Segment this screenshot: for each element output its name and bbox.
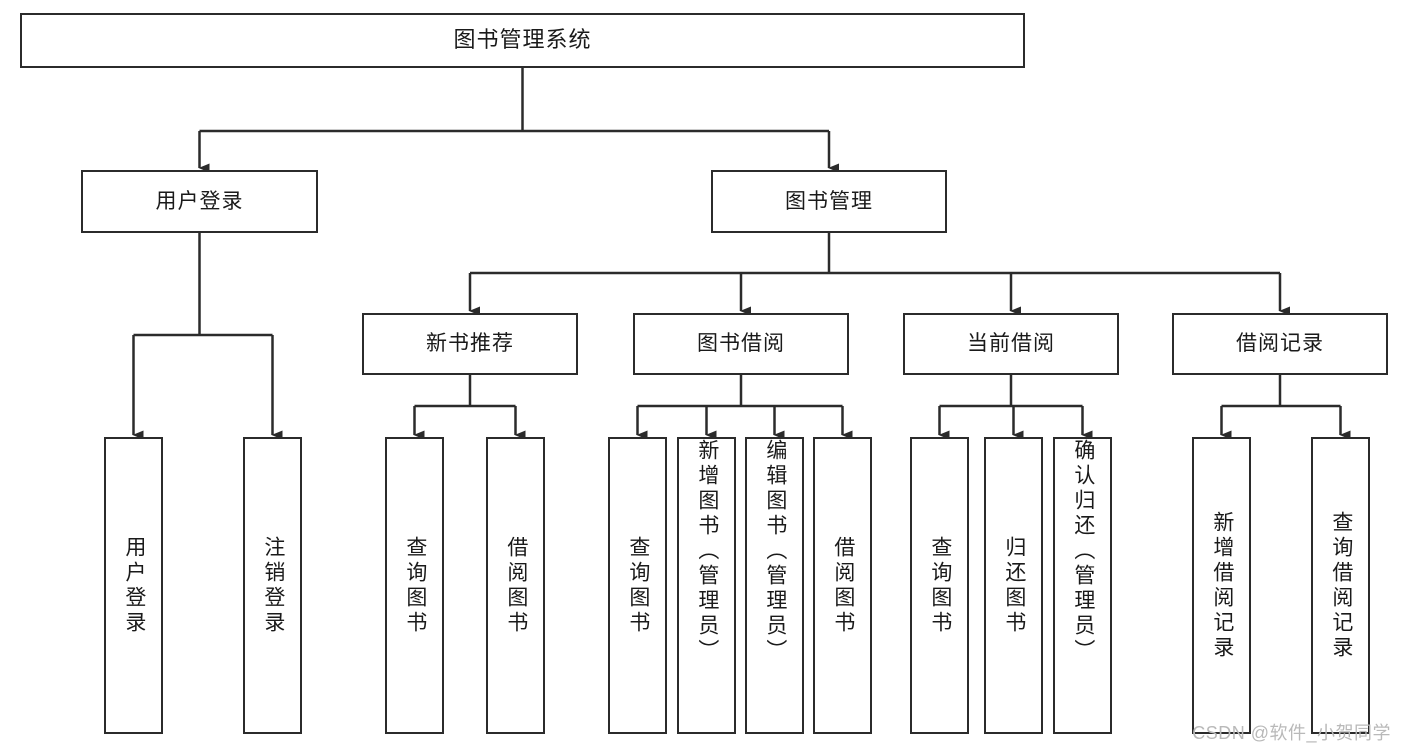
node-leaf-add-record: 新增借阅记录	[1192, 437, 1251, 734]
node-leaf-add-book: 新增图书（管理员）	[677, 437, 736, 734]
node-borrow-record: 借阅记录	[1172, 313, 1388, 375]
node-label: 新增图书（管理员）	[695, 439, 719, 664]
node-label: 查询图书	[626, 535, 650, 636]
node-leaf-confirm-return: 确认归还（管理员）	[1053, 437, 1112, 734]
node-book-borrow: 图书借阅	[633, 313, 849, 375]
node-label: 查询图书	[928, 535, 952, 636]
node-current-borrow: 当前借阅	[903, 313, 1119, 375]
node-label: 新书推荐	[426, 332, 514, 356]
node-label: 注销登录	[261, 535, 285, 636]
node-label: 确认归还（管理员）	[1071, 439, 1095, 664]
node-root: 图书管理系统	[20, 13, 1025, 68]
node-new-book-recommend: 新书推荐	[362, 313, 578, 375]
node-label: 当前借阅	[967, 332, 1055, 356]
node-label: 查询图书	[403, 535, 427, 636]
node-leaf-borrow-book-1: 借阅图书	[486, 437, 545, 734]
node-leaf-return-book: 归还图书	[984, 437, 1043, 734]
node-label: 图书管理系统	[453, 27, 592, 53]
node-label: 借阅图书	[831, 535, 855, 636]
node-label: 归还图书	[1002, 535, 1026, 636]
node-label: 用户登录	[155, 189, 244, 213]
node-book-manage: 图书管理	[711, 170, 947, 233]
node-label: 查询借阅记录	[1329, 510, 1353, 661]
node-label: 图书管理	[785, 189, 873, 213]
node-leaf-user-login: 用户登录	[104, 437, 163, 734]
node-label: 图书借阅	[697, 332, 785, 356]
node-leaf-query-record: 查询借阅记录	[1311, 437, 1370, 734]
node-user-login: 用户登录	[81, 170, 318, 233]
node-leaf-borrow-book-2: 借阅图书	[813, 437, 872, 734]
node-leaf-logout: 注销登录	[243, 437, 302, 734]
watermark-text: CSDN @软件_小贺同学	[1192, 723, 1391, 743]
node-label: 借阅图书	[504, 535, 528, 636]
node-label: 用户登录	[122, 535, 146, 636]
node-leaf-query-book-2: 查询图书	[608, 437, 667, 734]
node-leaf-edit-book: 编辑图书（管理员）	[745, 437, 804, 734]
node-label: 编辑图书（管理员）	[763, 439, 787, 664]
node-label: 新增借阅记录	[1210, 510, 1234, 661]
node-label: 借阅记录	[1236, 332, 1324, 356]
node-leaf-query-book-1: 查询图书	[385, 437, 444, 734]
node-leaf-query-book-3: 查询图书	[910, 437, 969, 734]
